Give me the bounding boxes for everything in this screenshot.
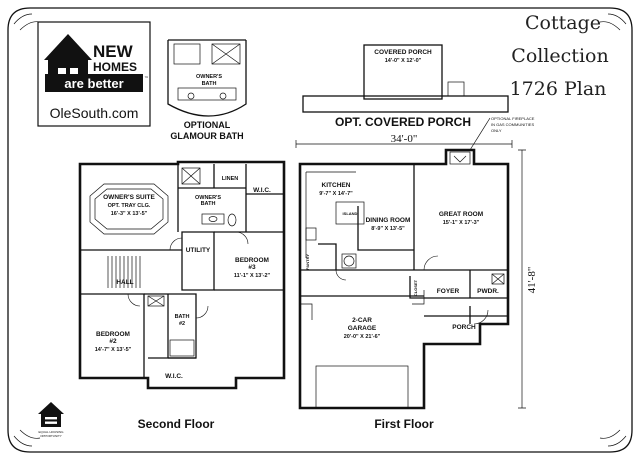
bedroom2-label: BEDROOM bbox=[96, 331, 130, 338]
bedroom2-number: #2 bbox=[109, 338, 117, 345]
equal-housing-text-1: EQUAL HOUSING bbox=[39, 430, 65, 434]
island-label: ISLAND bbox=[343, 211, 358, 216]
bedroom3-label: BEDROOM bbox=[235, 257, 269, 264]
garage-size: 20'-0" X 21'-6" bbox=[344, 334, 381, 340]
fireplace-note-3: ONLY bbox=[491, 128, 502, 133]
porch-label: PORCH bbox=[452, 324, 476, 331]
logo-word-new: NEW bbox=[93, 42, 134, 61]
bedroom2-size: 14'-7" X 13'-5" bbox=[95, 347, 132, 353]
depth-dimension: 41'-8" bbox=[518, 149, 538, 409]
bath2-number: #2 bbox=[179, 321, 185, 327]
dining-name: DINING ROOM bbox=[366, 217, 411, 224]
owners-suite-name: OWNER'S SUITE bbox=[103, 194, 155, 201]
bedroom3-size: 11'-1" X 13'-2" bbox=[234, 273, 271, 279]
owners-bath-label-2: BATH bbox=[201, 201, 216, 207]
equal-housing-icon bbox=[38, 402, 64, 427]
glamour-bath-room-label: OWNER'S bbox=[196, 74, 222, 80]
new-homes-logo: NEW HOMES are better ™ OleSouth.com bbox=[37, 21, 151, 127]
first-floor-plan bbox=[298, 148, 510, 410]
garage-line2: GARAGE bbox=[348, 325, 377, 332]
fireplace-note-1: OPTIONAL FIREPLACE bbox=[491, 116, 535, 121]
kitchen-size: 9'-7" X 14'-7" bbox=[319, 191, 353, 197]
plan-title-line1: Cottage bbox=[525, 12, 601, 34]
logo-url: OleSouth.com bbox=[50, 105, 139, 121]
optional-bath-caption: OPTIONAL bbox=[184, 120, 231, 130]
second-floor-plan bbox=[78, 160, 286, 390]
owners-bath-label: OWNER'S bbox=[195, 195, 221, 201]
fireplace-note-2: IN GAS COMMUNITIES bbox=[491, 122, 534, 127]
logo-tagline: are better bbox=[64, 76, 123, 91]
foyer-label: FOYER bbox=[437, 288, 460, 295]
great-room-name: GREAT ROOM bbox=[439, 211, 483, 218]
closet-label: CLOSET bbox=[413, 279, 418, 296]
optional-glamour-bath: OWNER'S BATH OPTIONAL GLAMOUR BATH bbox=[167, 39, 247, 141]
wic-bottom-label: W.I.C. bbox=[165, 373, 183, 380]
width-dimension-label: 34'-0" bbox=[391, 133, 418, 145]
kitchen-name: KITCHEN bbox=[322, 182, 351, 189]
equal-housing-logo: EQUAL HOUSING OPPORTUNITY bbox=[38, 402, 64, 438]
dining-size: 8'-9" X 13'-5" bbox=[371, 226, 405, 232]
covered-porch-heading: OPT. COVERED PORCH bbox=[335, 115, 471, 129]
second-floor-caption: Second Floor bbox=[138, 417, 215, 431]
owners-suite-size: 16'-3" X 13'-5" bbox=[111, 211, 148, 217]
bath2-label: BATH bbox=[175, 314, 190, 320]
first-floor-caption: First Floor bbox=[374, 417, 434, 431]
great-room-size: 15'-1" X 17'-3" bbox=[443, 220, 480, 226]
bedroom3-number: #3 bbox=[248, 264, 256, 271]
optional-bath-caption-2: GLAMOUR BATH bbox=[170, 131, 243, 141]
utility-label: UTILITY bbox=[186, 247, 211, 254]
plan-title-line2: Collection bbox=[511, 45, 608, 67]
pantry-label: PANTRY bbox=[305, 254, 310, 270]
depth-dimension-label: 41'-8" bbox=[526, 267, 538, 294]
covered-porch-name: COVERED PORCH bbox=[374, 49, 432, 56]
logo-word-homes: HOMES bbox=[93, 60, 137, 74]
optional-covered-porch: COVERED PORCH 14'-0" X 12'-0" OPT. COVER… bbox=[302, 44, 535, 151]
decorative-border bbox=[7, 7, 633, 453]
owners-suite-note: OPT. TRAY CLG. bbox=[108, 203, 151, 209]
width-dimension: 34'-0" bbox=[295, 133, 513, 148]
garage-line1: 2-CAR bbox=[352, 317, 372, 324]
plan-title-line3: 1726 Plan bbox=[510, 78, 607, 100]
hall-label: HALL bbox=[116, 279, 133, 286]
pwdr-label: PWDR. bbox=[477, 288, 499, 295]
covered-porch-size: 14'-0" X 12'-0" bbox=[385, 58, 422, 64]
linen-label: LINEN bbox=[222, 176, 239, 182]
wic-top-label: W.I.C. bbox=[253, 187, 271, 194]
logo-trademark: ™ bbox=[144, 76, 149, 82]
equal-housing-text-2: OPPORTUNITY bbox=[40, 434, 62, 438]
glamour-bath-room-label-2: BATH bbox=[202, 81, 217, 87]
